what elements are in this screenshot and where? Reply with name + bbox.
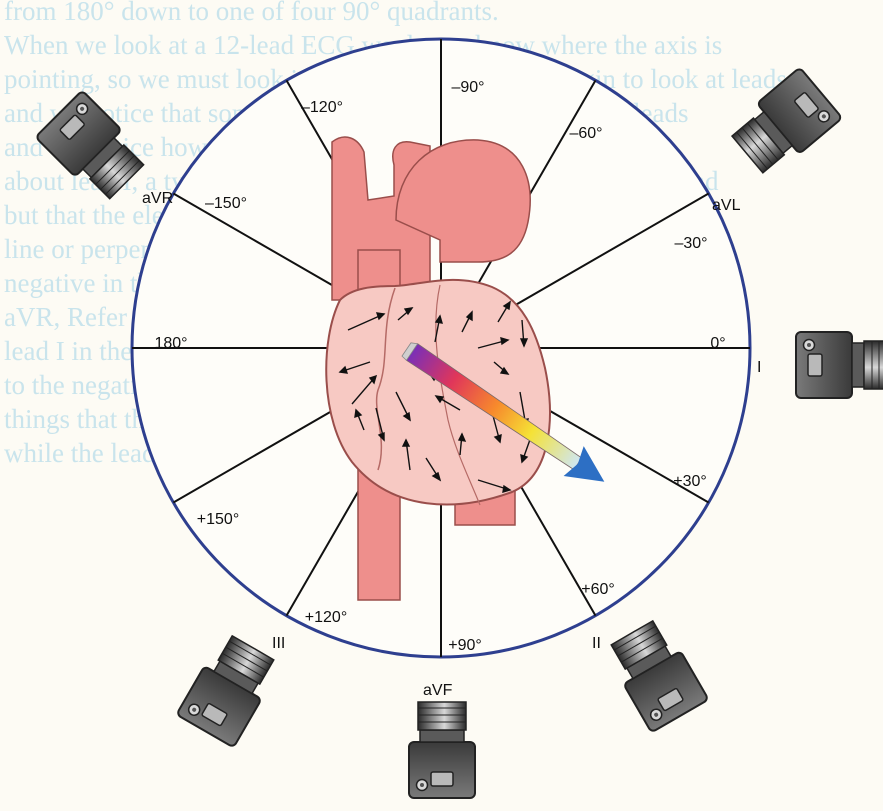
lead-label-aVF: aVF: [423, 682, 453, 699]
angle-label: +30°: [673, 473, 707, 490]
angle-label: +120°: [305, 609, 347, 626]
camera-icon: [796, 332, 883, 398]
lead-label-III: III: [272, 635, 285, 652]
camera-icon: [35, 90, 150, 205]
camera-icon: [176, 631, 281, 747]
angle-label: –30°: [674, 235, 707, 252]
angle-label: 0°: [710, 335, 725, 352]
lead-label-II: II: [592, 635, 601, 652]
angle-label: –60°: [569, 125, 602, 142]
angle-label: –150°: [205, 195, 247, 212]
camera-icon: [603, 616, 708, 732]
lead-label-aVR: aVR: [142, 190, 173, 207]
camera-icon: [409, 702, 475, 798]
lead-label-aVL: aVL: [712, 197, 741, 214]
lead-label-I: I: [757, 359, 761, 376]
camera-icon: [726, 67, 842, 179]
angle-label: +150°: [197, 511, 239, 528]
angle-label: –90°: [451, 79, 484, 96]
angle-label: +90°: [448, 637, 482, 654]
angle-label: 180°: [154, 335, 187, 352]
angle-label: +60°: [581, 581, 615, 598]
angle-label: –120°: [301, 99, 343, 116]
